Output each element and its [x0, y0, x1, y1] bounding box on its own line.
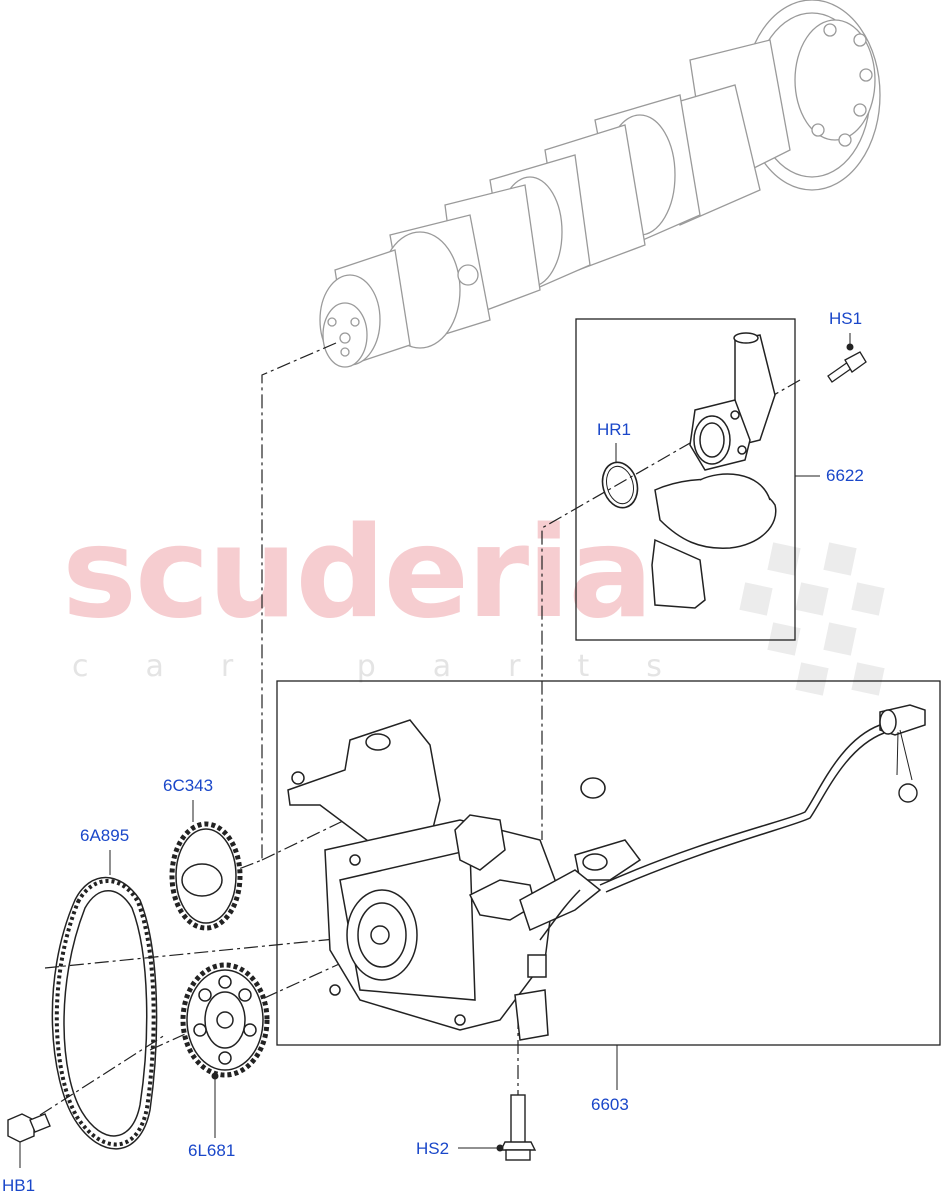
- watermark-tagline: car parts: [72, 649, 719, 684]
- part-6622-frame: [575, 318, 796, 641]
- o-ring-small: [580, 777, 606, 799]
- oil-pump-assembly-6603: [287, 719, 642, 1041]
- sensor-harness: [539, 724, 885, 941]
- callout-6622: 6622: [826, 466, 864, 485]
- part-6603-frame: [276, 680, 941, 1046]
- callout-hs1: HS1: [829, 309, 863, 328]
- callout-hr1: HR1: [597, 420, 632, 439]
- checkered-flag-watermark: [739, 542, 885, 696]
- callout-6c343: 6C343: [163, 776, 214, 795]
- crankshaft-illustration: [319, 0, 881, 368]
- callout-hb1: HB1: [2, 1176, 36, 1195]
- timing-chain-6a895: [51, 876, 158, 1150]
- callout-hs2: HS2: [416, 1139, 450, 1158]
- bolt-hb1: [7, 1113, 51, 1143]
- oil-pickup-tube-6622: [651, 332, 777, 609]
- bolt-hs2: [499, 1094, 537, 1161]
- sprocket-6c343: [169, 821, 243, 931]
- bolt-hs1: [827, 351, 867, 383]
- o-ring-sensor: [898, 783, 918, 803]
- callout-6603: 6603: [591, 1095, 629, 1114]
- sensor-connector: [879, 704, 926, 781]
- o-ring-hr1: [601, 461, 639, 509]
- sprocket-6l681: [180, 962, 270, 1078]
- callout-6a895: 6A895: [80, 826, 130, 845]
- callout-6l681: 6L681: [188, 1141, 236, 1160]
- watermark-brand: scuderia: [62, 499, 653, 646]
